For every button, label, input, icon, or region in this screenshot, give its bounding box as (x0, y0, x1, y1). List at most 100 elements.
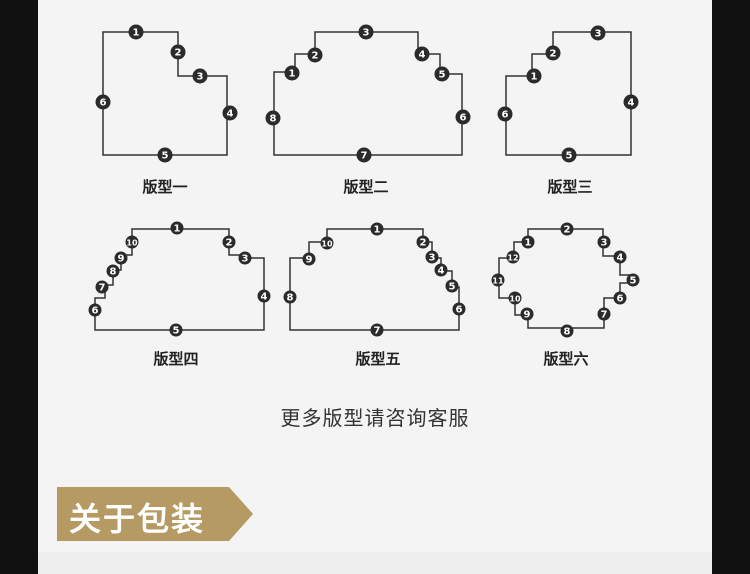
shape-5-point-3: 3 (425, 250, 439, 264)
shape-label-1: 版型一 (142, 178, 188, 196)
shape-4-point-2: 2 (222, 235, 236, 249)
shape-1-point-2: 2 (170, 44, 186, 60)
more-layouts-contact-service-text: 更多版型请咨询客服 (280, 406, 470, 430)
shape-4-point-6: 6 (88, 303, 102, 317)
shape-6-point-7: 7 (597, 307, 611, 321)
svg-text:9: 9 (524, 310, 531, 321)
shape-outline-6 (498, 228, 634, 329)
svg-text:9: 9 (306, 255, 313, 266)
svg-text:2: 2 (312, 51, 319, 62)
svg-text:6: 6 (460, 113, 467, 124)
svg-text:8: 8 (110, 267, 117, 278)
svg-text:5: 5 (449, 282, 456, 293)
svg-text:2: 2 (564, 225, 571, 236)
svg-text:6: 6 (92, 306, 99, 317)
shape-4-point-3: 3 (238, 251, 252, 265)
shape-4-point-7: 7 (95, 280, 109, 294)
svg-text:3: 3 (601, 238, 608, 249)
shape-outline-5 (289, 228, 460, 331)
svg-text:4: 4 (419, 50, 426, 61)
content-panel (38, 0, 712, 574)
svg-text:4: 4 (227, 109, 234, 120)
shape-3-point-3: 3 (590, 25, 606, 41)
svg-text:1: 1 (133, 28, 140, 39)
shape-5-point-6: 6 (452, 302, 466, 316)
packaging-section-banner: 关于包装 (57, 487, 253, 541)
svg-text:7: 7 (361, 151, 368, 162)
svg-text:10: 10 (509, 295, 521, 304)
svg-text:6: 6 (502, 110, 509, 121)
shape-6-point-8: 8 (560, 324, 574, 338)
svg-text:6: 6 (100, 98, 107, 109)
shape-1-point-1: 1 (128, 24, 144, 40)
shape-6-point-6: 6 (613, 291, 627, 305)
shape-6-point-1: 1 (521, 235, 535, 249)
shape-4-point-1: 1 (170, 221, 184, 235)
shape-5-point-5: 5 (445, 279, 459, 293)
banner-arrow-shape (57, 487, 253, 541)
shape-outline-1 (102, 31, 228, 156)
svg-text:5: 5 (162, 151, 169, 162)
svg-text:3: 3 (595, 29, 602, 40)
shape-4-point-10: 10 (125, 235, 139, 249)
shape-2-point-2: 2 (307, 47, 323, 63)
svg-text:11: 11 (492, 277, 504, 286)
shape-1-point-6: 6 (95, 94, 111, 110)
svg-text:4: 4 (261, 292, 268, 303)
svg-text:3: 3 (197, 72, 204, 83)
svg-text:6: 6 (617, 294, 624, 305)
svg-text:4: 4 (628, 98, 635, 109)
svg-text:9: 9 (118, 254, 125, 265)
svg-text:4: 4 (617, 253, 624, 264)
shape-5-point-4: 4 (434, 263, 448, 277)
svg-text:8: 8 (270, 114, 277, 125)
svg-text:2: 2 (226, 238, 233, 249)
svg-text:7: 7 (374, 326, 381, 337)
shape-5-point-2: 2 (416, 235, 430, 249)
shape-3-point-4: 4 (623, 94, 639, 110)
shape-6-point-3: 3 (597, 235, 611, 249)
shape-label-2: 版型二 (343, 178, 389, 196)
shape-6-point-11: 11 (491, 273, 505, 287)
shape-outline-2 (273, 31, 463, 156)
shape-5-point-10: 10 (320, 236, 334, 250)
shape-2-point-6: 6 (455, 109, 471, 125)
shape-6-point-5: 5 (626, 273, 640, 287)
svg-text:2: 2 (420, 238, 427, 249)
svg-text:2: 2 (550, 49, 557, 60)
shape-6-point-9: 9 (520, 307, 534, 321)
svg-text:12: 12 (507, 254, 518, 263)
shape-5-point-1: 1 (370, 222, 384, 236)
shape-1-point-4: 4 (222, 105, 238, 121)
svg-text:6: 6 (456, 305, 463, 316)
svg-text:3: 3 (242, 254, 249, 265)
svg-text:1: 1 (174, 224, 181, 235)
shape-5-point-7: 7 (370, 323, 384, 337)
shape-6-point-2: 2 (560, 222, 574, 236)
shape-3-point-2: 2 (545, 45, 561, 61)
shape-label-5: 版型五 (355, 350, 401, 368)
svg-text:7: 7 (99, 283, 106, 294)
bottom-strip (38, 552, 712, 574)
shape-outline-4 (94, 228, 265, 331)
svg-text:5: 5 (173, 326, 180, 337)
svg-text:1: 1 (374, 225, 381, 236)
shape-outline-3 (505, 31, 632, 156)
svg-text:1: 1 (525, 238, 532, 249)
svg-text:1: 1 (289, 69, 296, 80)
svg-text:5: 5 (566, 151, 573, 162)
shape-3-point-5: 5 (561, 147, 577, 163)
shape-6-point-12: 12 (506, 250, 520, 264)
shape-label-4: 版型四 (153, 350, 199, 368)
shape-5-point-9: 9 (302, 252, 316, 266)
svg-text:4: 4 (438, 266, 445, 277)
shape-2-point-3: 3 (358, 24, 374, 40)
svg-text:10: 10 (126, 239, 138, 248)
shape-3-point-6: 6 (497, 106, 513, 122)
shape-label-6: 版型六 (543, 350, 589, 368)
shape-2-point-4: 4 (414, 46, 430, 62)
shape-2-point-1: 1 (284, 65, 300, 81)
svg-text:8: 8 (287, 293, 294, 304)
shape-4-point-9: 9 (114, 251, 128, 265)
shape-2-point-5: 5 (434, 66, 450, 82)
